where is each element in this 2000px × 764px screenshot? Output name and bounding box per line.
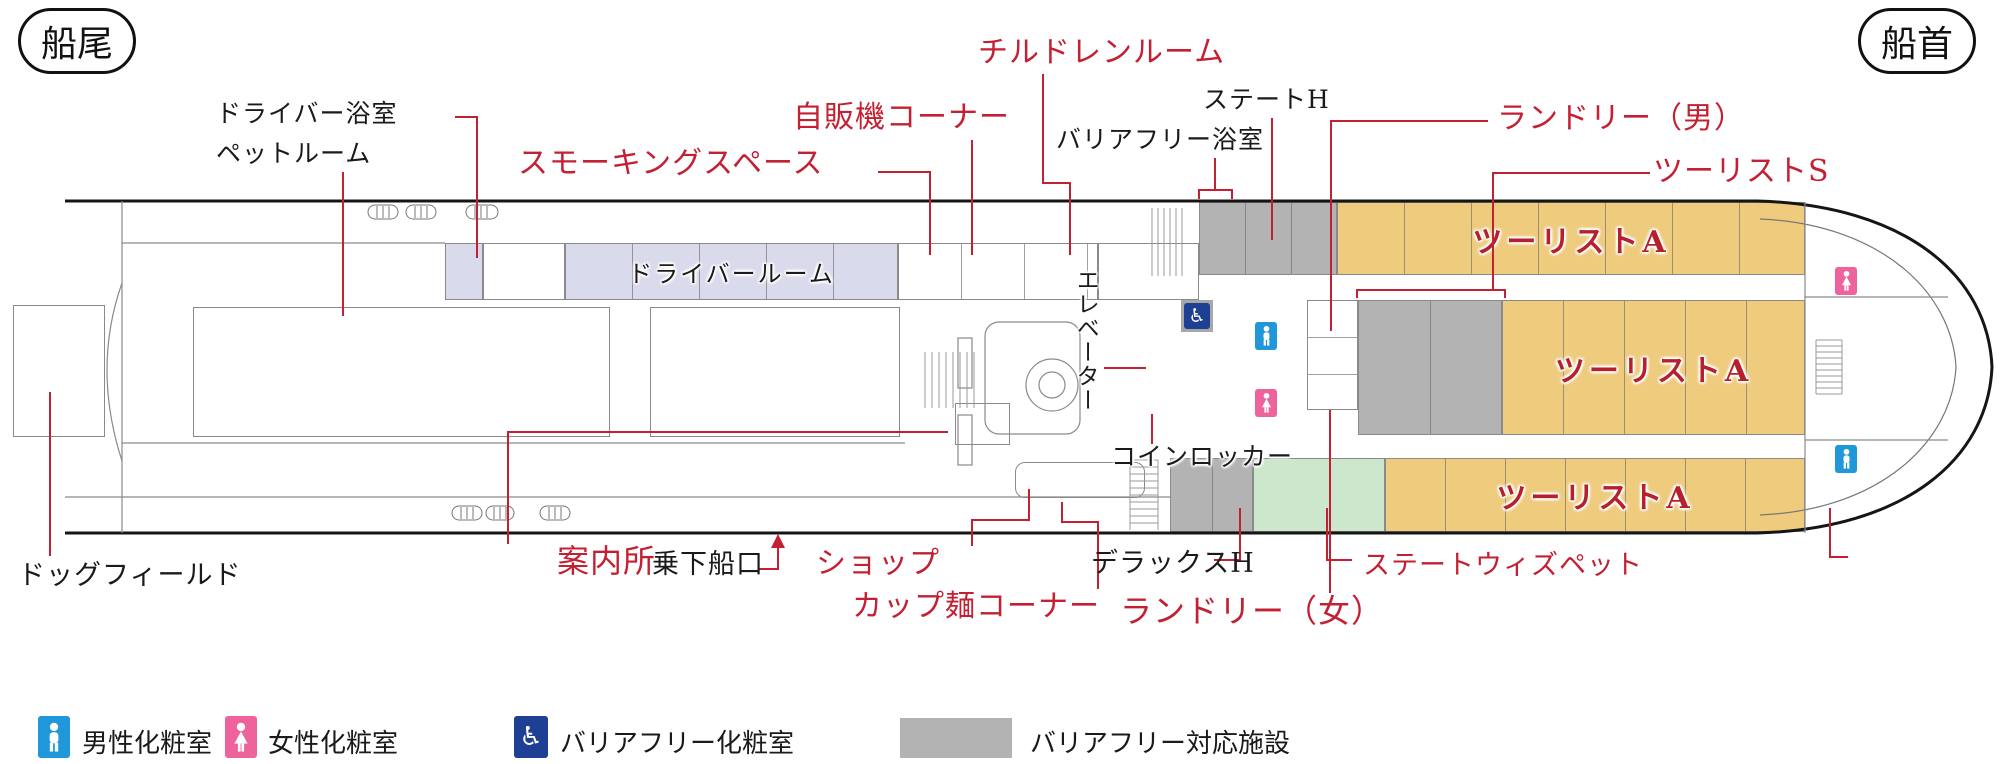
legend-gray-swatch [900, 718, 1012, 758]
state-h-barrier-free-rooms [1199, 202, 1337, 275]
driver-bath-room [445, 243, 483, 300]
tourist-a-top-label: ツーリストA [1472, 224, 1670, 260]
male-restroom-icon-bow [1835, 445, 1857, 473]
large-room-left [193, 307, 610, 437]
laundry-rooms [1307, 300, 1358, 410]
coin-locker-label: コインロッカー [1111, 442, 1294, 471]
tourist-s-callout: ツーリストS [1653, 154, 1830, 189]
boarding-gate-callout: 乗下船口 [652, 549, 764, 580]
dog-field-room [13, 305, 105, 437]
smoking-space-callout: スモーキングスペース [518, 146, 824, 181]
leader-bow-boarding [1829, 508, 1848, 558]
legend-wheelchair-icon: ♿ [514, 716, 548, 758]
legend-barrier-free-facility-label: バリアフリー対応施設 [1030, 729, 1291, 759]
leader-shop [971, 489, 1030, 546]
tourist-a-bottom-label: ツーリストA [1496, 481, 1694, 516]
state-with-pet-callout: ステートウィズペット [1363, 550, 1643, 581]
legend-wheelchair-glyph: ♿ [519, 722, 543, 752]
shop-callout: ショップ [816, 546, 940, 581]
barrier-free-bath-callout: バリアフリー浴室 [1056, 125, 1265, 154]
laundry-men-callout: ランドリー（男） [1497, 101, 1745, 136]
tourist-a-mid-block: ツーリストA [1502, 300, 1805, 435]
leader-barrier-free-bath [1198, 158, 1233, 199]
leader-driver-bath [455, 116, 478, 258]
wheelchair-icon: ♿ [1184, 303, 1210, 329]
bow-pill: 船首 [1858, 8, 1976, 74]
large-room-center [650, 307, 900, 437]
vending-corner-callout: 自販機コーナー [793, 100, 1010, 135]
driver-room-block: ドライバールーム [565, 243, 898, 300]
legend-male-label: 男性化粧室 [82, 729, 213, 759]
cup-noodle-callout: カップ麺コーナー [852, 589, 1100, 624]
boarding-gate-arrowhead [771, 534, 785, 548]
female-restroom-icon-bow [1835, 267, 1857, 295]
driver-bath-callout: ドライバー浴室 [216, 99, 398, 128]
information-callout: 案内所 [557, 542, 657, 580]
pet-room-callout: ペットルーム [216, 139, 372, 168]
children-vending-rooms [898, 243, 1098, 300]
wheelchair-sign: ♿ [1181, 300, 1213, 332]
state-h-callout: ステートH [1203, 85, 1330, 114]
leader-information [507, 431, 948, 544]
smoking-room [483, 243, 565, 300]
leader-children-room [1042, 74, 1071, 255]
female-restroom-icon [1255, 389, 1277, 417]
deluxe-h-callout: デラックスH [1091, 548, 1255, 579]
legend-male-icon [38, 716, 70, 758]
tourist-a-bottom-block: ツーリストA [1385, 458, 1805, 532]
male-restroom-icon [1255, 322, 1277, 350]
driver-room-label: ドライバールーム [628, 260, 835, 288]
elevator-label: エレベーター [1072, 268, 1099, 412]
information-desk [955, 403, 1010, 445]
stern-label: 船尾 [40, 24, 113, 65]
room-by-stairs [1098, 243, 1199, 300]
dog-field-callout: ドッグフィールド [18, 560, 242, 591]
tourist-a-top-block: ツーリストA [1337, 202, 1805, 275]
tourist-a-mid-label: ツーリストA [1554, 353, 1753, 389]
tourist-s-rooms [1358, 300, 1502, 435]
legend-female-label: 女性化粧室 [268, 729, 399, 759]
stern-pill: 船尾 [18, 8, 136, 74]
legend-barrier-free-toilet-label: バリアフリー化粧室 [560, 729, 795, 759]
laundry-women-callout: ランドリー（女） [1120, 592, 1385, 630]
wheelchair-glyph: ♿ [1188, 305, 1206, 327]
children-room-callout: チルドレンルーム [978, 35, 1226, 70]
bow-label: 船首 [1880, 24, 1953, 65]
legend-female-icon [225, 716, 257, 758]
